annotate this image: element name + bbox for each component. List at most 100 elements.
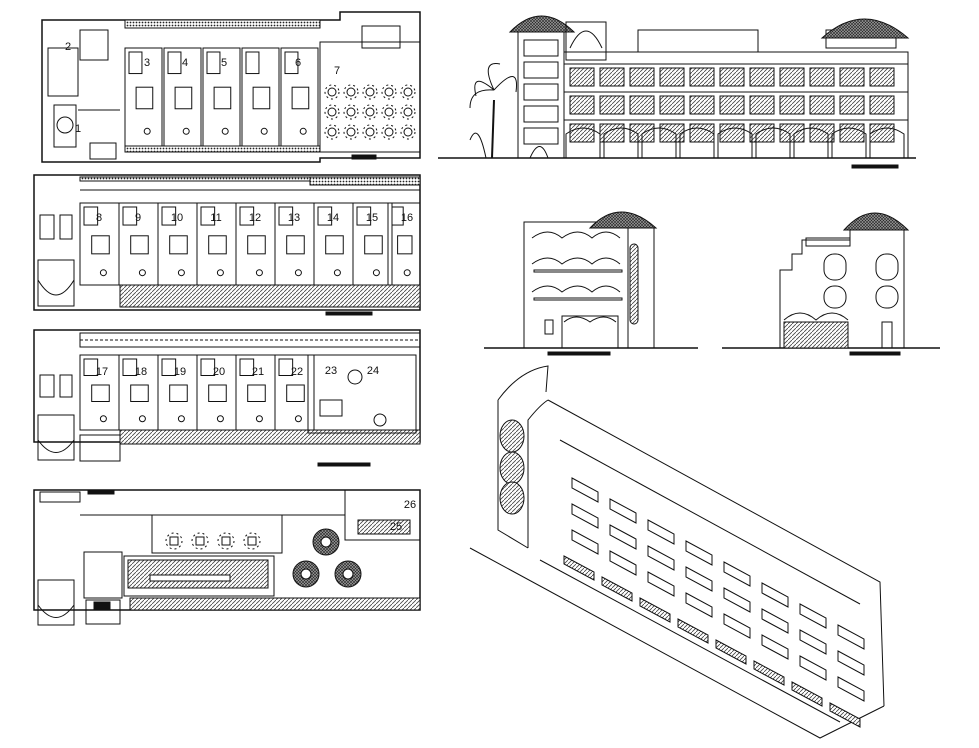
balcony xyxy=(749,123,775,143)
table-chairs xyxy=(243,532,261,550)
table-chairs xyxy=(324,84,340,100)
floor-plan-second xyxy=(33,174,421,316)
chair xyxy=(255,415,263,423)
room-number: 19 xyxy=(174,366,186,378)
table-chairs xyxy=(362,84,378,100)
iso-balcony xyxy=(799,629,827,655)
balcony xyxy=(779,67,805,87)
table-chairs xyxy=(400,124,416,140)
bed xyxy=(286,384,305,402)
bed xyxy=(169,235,188,255)
elevation-balconies xyxy=(523,39,908,158)
bed xyxy=(208,384,227,402)
chair xyxy=(216,415,224,423)
bed xyxy=(91,384,110,402)
balcony xyxy=(749,67,775,87)
balcony xyxy=(719,123,745,143)
iso-balcony xyxy=(609,498,637,524)
thatched-umbrellas xyxy=(292,528,362,588)
chair xyxy=(221,127,229,135)
table-chairs xyxy=(217,532,235,550)
bathroom xyxy=(167,51,182,75)
table-chairs xyxy=(343,104,359,120)
umbrella-center xyxy=(300,568,312,580)
balcony xyxy=(659,67,685,87)
bed xyxy=(130,384,149,402)
iso-planter xyxy=(639,597,671,623)
restaurant-table xyxy=(327,107,337,117)
bathroom xyxy=(83,358,99,376)
third-floor-guest-rooms xyxy=(79,354,315,431)
balcony xyxy=(809,123,835,143)
room-number: 21 xyxy=(252,366,264,378)
iso-planter xyxy=(829,702,861,728)
restaurant-table xyxy=(384,127,394,137)
restaurant-table xyxy=(346,107,356,117)
room-number: 4 xyxy=(182,57,188,69)
terrace-tables xyxy=(165,519,411,550)
room-number: 8 xyxy=(96,212,102,224)
chair xyxy=(138,269,146,277)
restaurant-table xyxy=(384,87,394,97)
tower-window xyxy=(523,61,559,79)
guest-room xyxy=(352,202,393,286)
iso-balcony xyxy=(761,582,789,608)
balcony xyxy=(629,67,655,87)
tower-window xyxy=(523,39,559,57)
room-number: 17 xyxy=(96,366,108,378)
table-chairs xyxy=(381,84,397,100)
room-number: 26 xyxy=(404,499,416,511)
room-number: 16 xyxy=(401,212,413,224)
iso-balcony xyxy=(685,592,713,618)
chair xyxy=(333,269,341,277)
arcade-arch xyxy=(755,127,791,158)
guest-room xyxy=(124,47,163,147)
umbrella-center xyxy=(342,568,354,580)
guest-room xyxy=(241,47,280,147)
arcade-arch xyxy=(565,127,601,158)
table-chairs xyxy=(165,532,183,550)
balcony xyxy=(809,95,835,115)
umbrella-center xyxy=(320,536,332,548)
iso-balcony xyxy=(571,503,599,529)
guest-room xyxy=(274,354,315,431)
tower-window xyxy=(523,105,559,123)
iso-planter xyxy=(791,681,823,707)
bathroom xyxy=(200,206,216,226)
bed xyxy=(169,384,188,402)
bathroom xyxy=(245,51,260,75)
roof-terrace-plan xyxy=(33,489,421,626)
side-elevation-left xyxy=(484,211,698,356)
bathroom xyxy=(356,206,372,226)
room-number: 7 xyxy=(334,65,340,77)
room-number: 25 xyxy=(390,521,402,533)
restaurant-tables xyxy=(324,84,416,140)
balcony xyxy=(779,123,805,143)
table-chairs xyxy=(191,532,209,550)
bathroom xyxy=(161,358,177,376)
bed xyxy=(247,235,266,255)
floor-plan-third xyxy=(33,329,421,467)
table-chairs xyxy=(324,104,340,120)
room-number: 24 xyxy=(367,365,379,377)
bed xyxy=(135,86,154,110)
isometric-view xyxy=(469,365,885,739)
iso-planter xyxy=(563,555,595,581)
room-number: 11 xyxy=(210,212,221,224)
tower-window xyxy=(523,83,559,101)
restaurant-table xyxy=(403,127,413,137)
bed xyxy=(364,235,383,255)
terrace-table xyxy=(169,536,179,546)
balcony xyxy=(839,67,865,87)
arcade-arch xyxy=(831,127,867,158)
front-elevation xyxy=(438,15,916,169)
room-number: 20 xyxy=(213,366,225,378)
chair xyxy=(182,127,190,135)
balcony xyxy=(839,95,865,115)
restaurant-table xyxy=(327,127,337,137)
chair xyxy=(99,269,107,277)
terrace-table xyxy=(195,536,205,546)
chair xyxy=(138,415,146,423)
room-number: 10 xyxy=(171,212,183,224)
